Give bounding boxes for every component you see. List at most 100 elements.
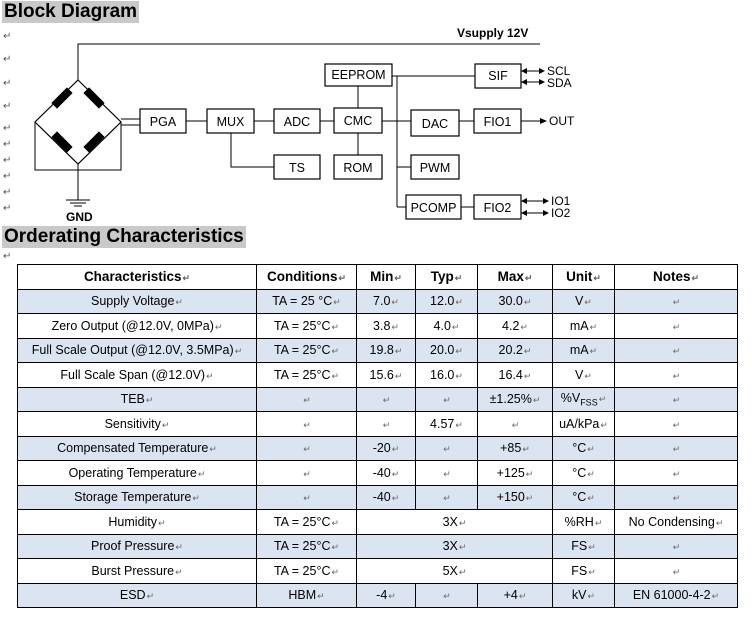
supply-label: Vsupply 12V xyxy=(457,26,528,40)
cell-text: HBM xyxy=(288,588,317,603)
pga-block-label: PGA xyxy=(150,115,177,129)
cell-text: mA xyxy=(569,318,589,333)
cell-text: Burst Pressure xyxy=(91,563,175,578)
cell-text: Min xyxy=(370,269,394,285)
characteristic-cell: Storage Temperature↵ xyxy=(17,484,257,510)
max-cell: ±1.25%↵ xyxy=(477,386,553,412)
cell-text: mA xyxy=(569,343,589,358)
paragraph-mark: ↵ xyxy=(525,468,534,479)
fio2-block-label: FIO2 xyxy=(484,201,512,215)
conditions-cell: ↵ xyxy=(256,460,357,486)
notes-cell: ↵ xyxy=(614,411,738,437)
table-row: Storage Temperature↵↵-40↵↵+150↵°C↵↵ xyxy=(17,484,738,510)
table-row: Humidity↵TA = 25°C↵3X↵%RH↵No Condensing↵ xyxy=(17,509,738,535)
merged-value-cell: 3X↵ xyxy=(356,509,553,535)
paragraph-mark: ↵ xyxy=(391,444,400,455)
cell-text: Supply Voltage xyxy=(91,294,175,309)
cell-text: Sensitivity xyxy=(104,416,161,431)
unit-cell: FS↵ xyxy=(552,558,615,584)
cell-text: 3X xyxy=(442,539,458,554)
characteristic-cell: TEB↵ xyxy=(17,386,257,412)
typ-cell: ↵ xyxy=(415,582,478,608)
table-row: Supply Voltage↵TA = 25 °C↵7.0↵12.0↵30.0↵… xyxy=(17,288,738,314)
paragraph-mark: ↵ xyxy=(587,468,595,479)
max-cell: 4.2↵ xyxy=(477,313,553,339)
cell-text: Proof Pressure xyxy=(91,539,175,554)
table-row: Compensated Temperature↵↵-20↵↵+85↵°C↵↵ xyxy=(17,435,738,461)
typ-cell: ↵ xyxy=(415,484,478,510)
paragraph-mark: ↵ xyxy=(303,468,311,479)
paragraph-mark: ↵ xyxy=(388,591,396,602)
characteristic-cell: Full Scale Span (@12.0V)↵ xyxy=(17,362,257,388)
cell-text: TA = 25°C xyxy=(273,343,331,358)
paragraph-mark: ↵ xyxy=(523,370,532,381)
paragraph-mark: ↵ xyxy=(587,591,596,602)
unit-cell: mA↵ xyxy=(552,313,615,339)
out-pin-label: OUT xyxy=(549,114,575,128)
unit-cell: %VFSS↵ xyxy=(552,386,615,412)
cell-text: FS xyxy=(571,563,588,578)
conditions-cell: ↵ xyxy=(256,484,357,510)
paragraph-mark: ↵ xyxy=(161,419,170,430)
unit-cell: °C↵ xyxy=(552,460,615,486)
cell-text: Zero Output (@12.0V, 0MPa) xyxy=(51,318,214,333)
io1-pin-label: IO1 xyxy=(551,194,571,208)
eeprom-block-label: EEPROM xyxy=(331,68,385,82)
unit-cell: FS↵ xyxy=(552,533,615,559)
notes-cell: ↵ xyxy=(614,386,738,412)
paragraph-mark: ↵ xyxy=(525,493,534,504)
paragraph-mark: ↵ xyxy=(3,101,12,112)
paragraph-mark: ↵ xyxy=(511,419,520,430)
paragraph-mark: ↵ xyxy=(394,370,403,381)
typ-cell: ↵ xyxy=(415,460,478,486)
paragraph-mark: ↵ xyxy=(333,297,341,308)
paragraph-mark: ↵ xyxy=(518,591,527,602)
block-diagram: PGA MUX ADC CMC EEPROM ROM TS SIF DAC PW… xyxy=(34,26,575,224)
max-cell: +125↵ xyxy=(477,460,553,486)
cell-text: Notes xyxy=(652,269,691,285)
cell-text: 4.2 xyxy=(502,318,520,333)
cell-text: TEB xyxy=(120,392,145,407)
cell-text: FS xyxy=(571,539,588,554)
column-header: Characteristics↵ xyxy=(17,264,257,290)
max-cell: 30.0↵ xyxy=(477,288,553,314)
table-header-row: Characteristics↵Conditions↵Min↵Typ↵Max↵U… xyxy=(17,264,738,290)
paragraph-mark: ↵ xyxy=(158,517,166,528)
min-cell: -40↵ xyxy=(356,460,416,486)
paragraph-mark: ↵ xyxy=(391,468,400,479)
cell-text: 7.0 xyxy=(373,294,391,309)
paragraph-mark: ↵ xyxy=(3,139,12,150)
paragraph-mark: ↵ xyxy=(331,517,340,528)
merged-value-cell: 5X↵ xyxy=(356,558,553,584)
cell-text: Typ xyxy=(430,269,454,285)
merged-value-cell: 3X↵ xyxy=(356,533,553,559)
unit-cell: °C↵ xyxy=(552,435,615,461)
paragraph-mark: ↵ xyxy=(594,517,603,528)
characteristic-cell: Operating Temperature↵ xyxy=(17,460,257,486)
notes-cell: EN 61000-4-2↵ xyxy=(614,582,738,608)
paragraph-mark: ↵ xyxy=(197,468,206,479)
paragraph-mark: ↵ xyxy=(672,297,681,308)
paragraph-mark: ↵ xyxy=(672,395,681,406)
paragraph-mark: ↵ xyxy=(587,493,595,504)
paragraph-mark: ↵ xyxy=(391,321,399,332)
paragraph-mark: ↵ xyxy=(3,123,12,134)
paragraph-mark: ↵ xyxy=(443,395,451,406)
unit-cell: °C↵ xyxy=(552,484,615,510)
cell-text: TA = 25°C xyxy=(273,539,331,554)
table-row: Full Scale Output (@12.0V, 3.5MPa)↵TA = … xyxy=(17,337,738,363)
max-cell: +150↵ xyxy=(477,484,553,510)
typ-cell: 16.0↵ xyxy=(415,362,478,388)
rom-block-label: ROM xyxy=(343,161,372,175)
paragraph-mark: ↵ xyxy=(394,346,403,357)
paragraph-mark: ↵ xyxy=(303,493,311,504)
conditions-cell: ↵ xyxy=(256,386,357,412)
io2-pin-label: IO2 xyxy=(551,206,571,220)
paragraph-mark: ↵ xyxy=(691,273,700,284)
characteristic-cell: Humidity↵ xyxy=(17,509,257,535)
paragraph-mark: ↵ xyxy=(175,542,183,553)
paragraph-mark: ↵ xyxy=(3,203,12,214)
cell-text: 15.6 xyxy=(369,367,394,382)
paragraph-mark: ↵ xyxy=(451,321,460,332)
column-header: Typ↵ xyxy=(415,264,478,290)
